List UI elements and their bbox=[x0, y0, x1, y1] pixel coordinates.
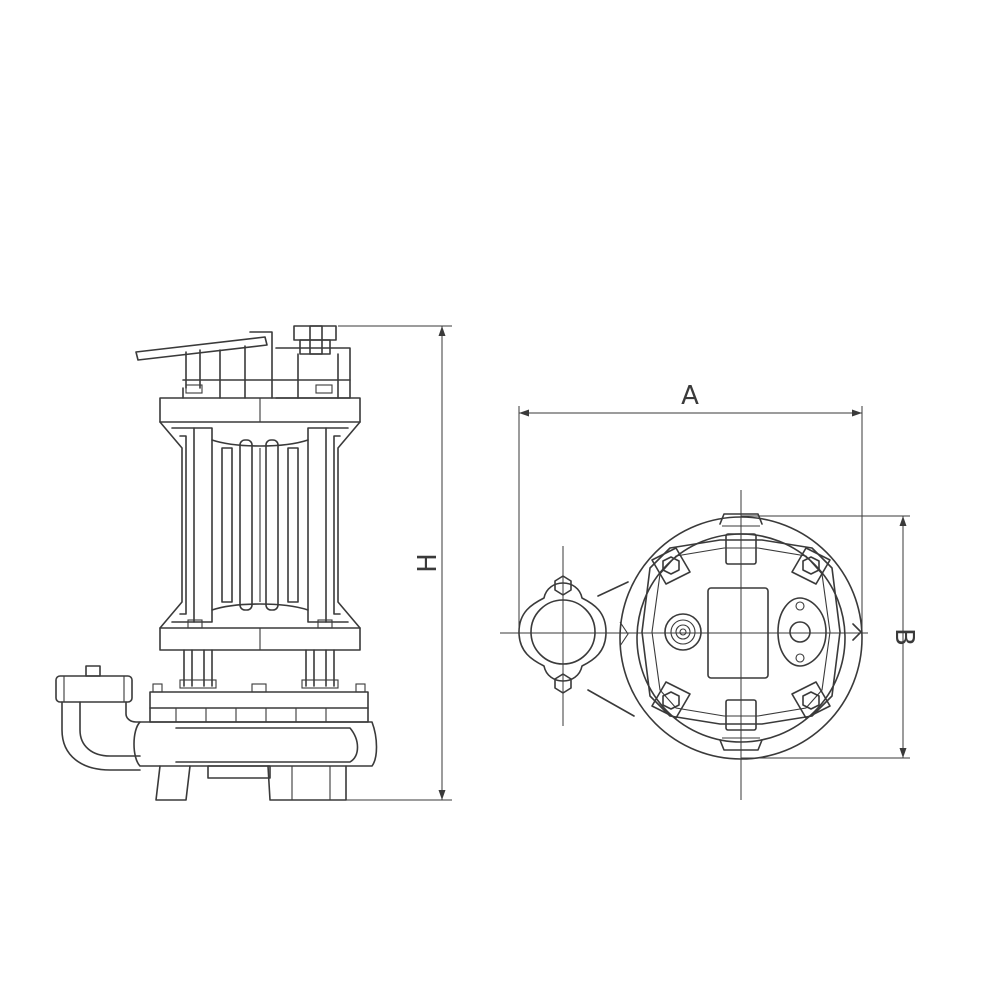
pump-feet bbox=[155, 765, 347, 801]
lifting-handle bbox=[135, 331, 273, 399]
dimension-b: B bbox=[741, 515, 919, 759]
oil-plug-boss bbox=[777, 597, 827, 667]
inspection-cover bbox=[707, 587, 769, 679]
dimension-b-label: B bbox=[889, 628, 919, 646]
motor-top-flange bbox=[159, 397, 361, 423]
bolt-icon bbox=[802, 556, 820, 575]
bolt-icon bbox=[662, 556, 680, 575]
bolt-icon bbox=[802, 691, 820, 710]
pump-side-view bbox=[55, 325, 378, 801]
motor-bottom-flange bbox=[159, 627, 361, 651]
discharge-outlet bbox=[55, 665, 141, 771]
tie-rods bbox=[179, 649, 339, 689]
inner-plate bbox=[641, 539, 841, 725]
bolt-icon bbox=[662, 691, 680, 710]
dimension-a: A bbox=[518, 381, 863, 632]
cable-gland bbox=[182, 325, 351, 399]
bolt-bosses bbox=[651, 547, 831, 719]
discharge-flange-top bbox=[518, 575, 635, 717]
dimension-a-label: A bbox=[681, 381, 699, 411]
drain-plug bbox=[664, 613, 702, 651]
volute-casing bbox=[133, 721, 378, 767]
dimension-h: H bbox=[338, 325, 452, 801]
volute-flange bbox=[149, 683, 369, 723]
mounting-lugs bbox=[719, 513, 763, 751]
motor-housing bbox=[159, 421, 361, 629]
dimension-h-label: H bbox=[413, 553, 443, 573]
pump-top-view bbox=[500, 490, 868, 800]
